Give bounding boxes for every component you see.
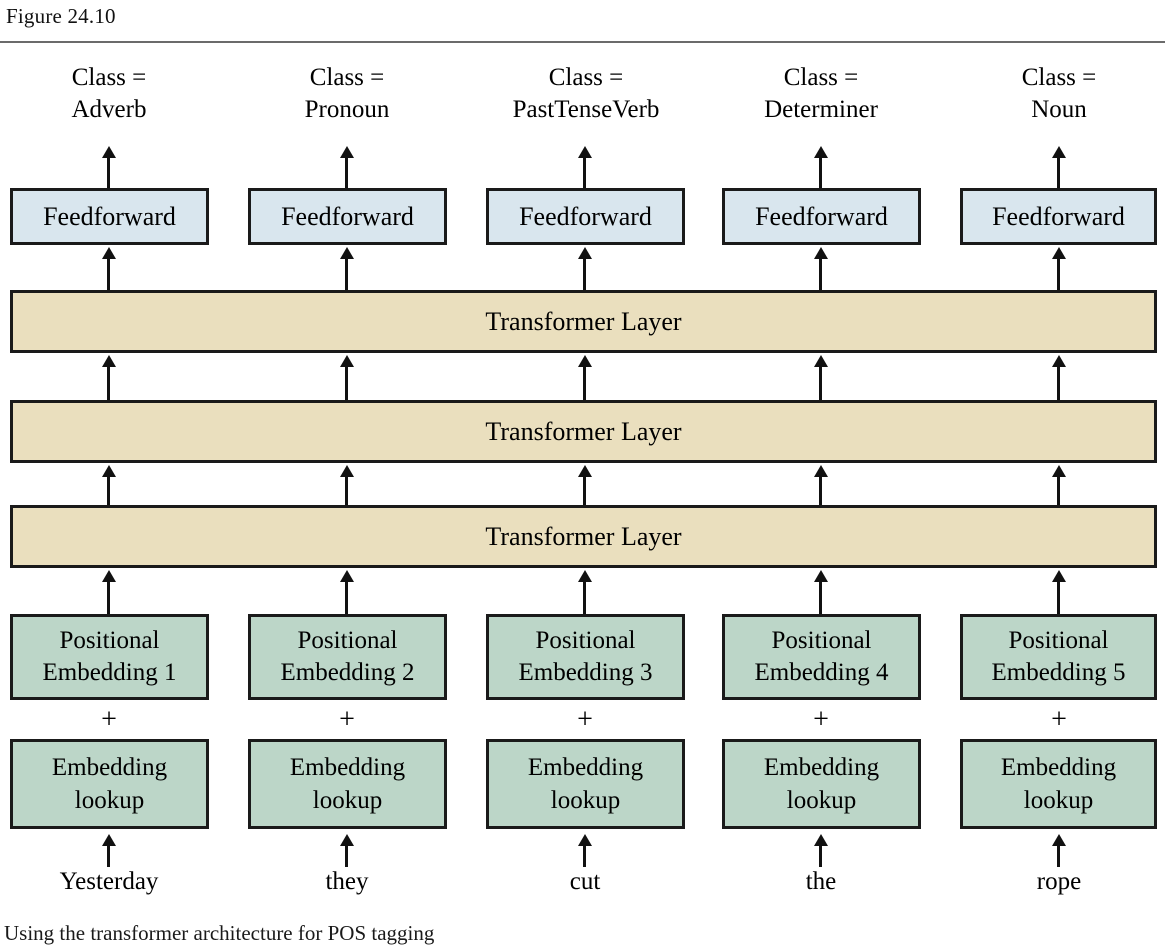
arrow-transformer3-to-feedforward-1 [100,247,118,291]
arrow-transformer1-to-transformer2-4 [812,465,830,507]
embedding-lookup-box-3[interactable]: Embedding lookup [486,739,685,829]
arrow-transformer3-to-feedforward-2 [338,247,356,291]
figure-caption: Using the transformer architecture for P… [4,921,435,945]
arrow-transformer2-to-transformer3-4 [812,355,830,402]
arrow-transformer1-to-transformer2-5 [1050,465,1068,507]
input-word-4: the [805,868,837,895]
arrow-positional-to-transformer1-5 [1050,570,1068,615]
class-label-1: Class = Adverb [71,64,147,123]
arrow-feedforward-to-class-1 [100,146,118,188]
arrow-word-to-lookup-3 [576,834,594,867]
feedforward-box-2[interactable]: Feedforward [248,188,447,245]
input-word-2: they [325,868,369,895]
input-word-3: cut [569,868,601,895]
feedforward-box-1[interactable]: Feedforward [10,188,209,245]
arrow-word-to-lookup-5 [1050,834,1068,867]
transformer-architecture-diagram: Class = Adverb Class = Pronoun Class = P… [0,44,1165,915]
feedforward-box-3[interactable]: Feedforward [486,188,685,245]
arrow-transformer2-to-transformer3-3 [576,355,594,402]
plus-symbol-2: + [339,704,355,735]
arrow-transformer3-to-feedforward-4 [812,247,830,291]
figure-label: Figure 24.10 [6,4,116,28]
arrow-word-to-lookup-1 [100,834,118,867]
arrow-positional-to-transformer1-3 [576,570,594,615]
arrow-positional-to-transformer1-2 [338,570,356,615]
feedforward-box-4[interactable]: Feedforward [722,188,921,245]
arrow-feedforward-to-class-4 [812,146,830,188]
header-divider [0,41,1165,43]
arrow-positional-to-transformer1-4 [812,570,830,615]
plus-symbol-4: + [813,704,829,735]
plus-symbol-5: + [1051,704,1067,735]
arrow-transformer1-to-transformer2-1 [100,465,118,507]
arrow-word-to-lookup-2 [338,834,356,867]
positional-embedding-box-2[interactable]: Positional Embedding 2 [248,614,447,700]
class-label-5: Class = Noun [1021,64,1097,123]
arrow-positional-to-transformer1-1 [100,570,118,615]
arrow-feedforward-to-class-3 [576,146,594,188]
arrow-transformer1-to-transformer2-2 [338,465,356,507]
feedforward-box-5[interactable]: Feedforward [960,188,1157,245]
arrow-transformer1-to-transformer2-3 [576,465,594,507]
embedding-lookup-box-1[interactable]: Embedding lookup [10,739,209,829]
arrow-transformer2-to-transformer3-2 [338,355,356,402]
arrow-transformer2-to-transformer3-5 [1050,355,1068,402]
embedding-lookup-box-4[interactable]: Embedding lookup [722,739,921,829]
positional-embedding-box-1[interactable]: Positional Embedding 1 [10,614,209,700]
arrow-transformer3-to-feedforward-3 [576,247,594,291]
arrow-word-to-lookup-4 [812,834,830,867]
embedding-lookup-box-5[interactable]: Embedding lookup [960,739,1157,829]
class-label-2: Class = Pronoun [304,64,390,123]
arrow-feedforward-to-class-5 [1050,146,1068,188]
arrow-feedforward-to-class-2 [338,146,356,188]
class-label-3: Class = PastTenseVerb [512,64,660,123]
transformer-layer-bar-bottom[interactable]: Transformer Layer [10,505,1157,568]
input-word-5: rope [1036,868,1082,895]
transformer-layer-bar-middle[interactable]: Transformer Layer [10,400,1157,463]
embedding-lookup-box-2[interactable]: Embedding lookup [248,739,447,829]
input-word-1: Yesterday [59,868,159,895]
arrow-transformer2-to-transformer3-1 [100,355,118,402]
plus-symbol-1: + [101,704,117,735]
positional-embedding-box-4[interactable]: Positional Embedding 4 [722,614,921,700]
positional-embedding-box-5[interactable]: Positional Embedding 5 [960,614,1157,700]
class-label-4: Class = Determiner [764,64,878,123]
transformer-layer-bar-top[interactable]: Transformer Layer [10,290,1157,353]
arrow-transformer3-to-feedforward-5 [1050,247,1068,291]
figure-header: Figure 24.10 [0,0,1165,44]
positional-embedding-box-3[interactable]: Positional Embedding 3 [486,614,685,700]
plus-symbol-3: + [577,704,593,735]
